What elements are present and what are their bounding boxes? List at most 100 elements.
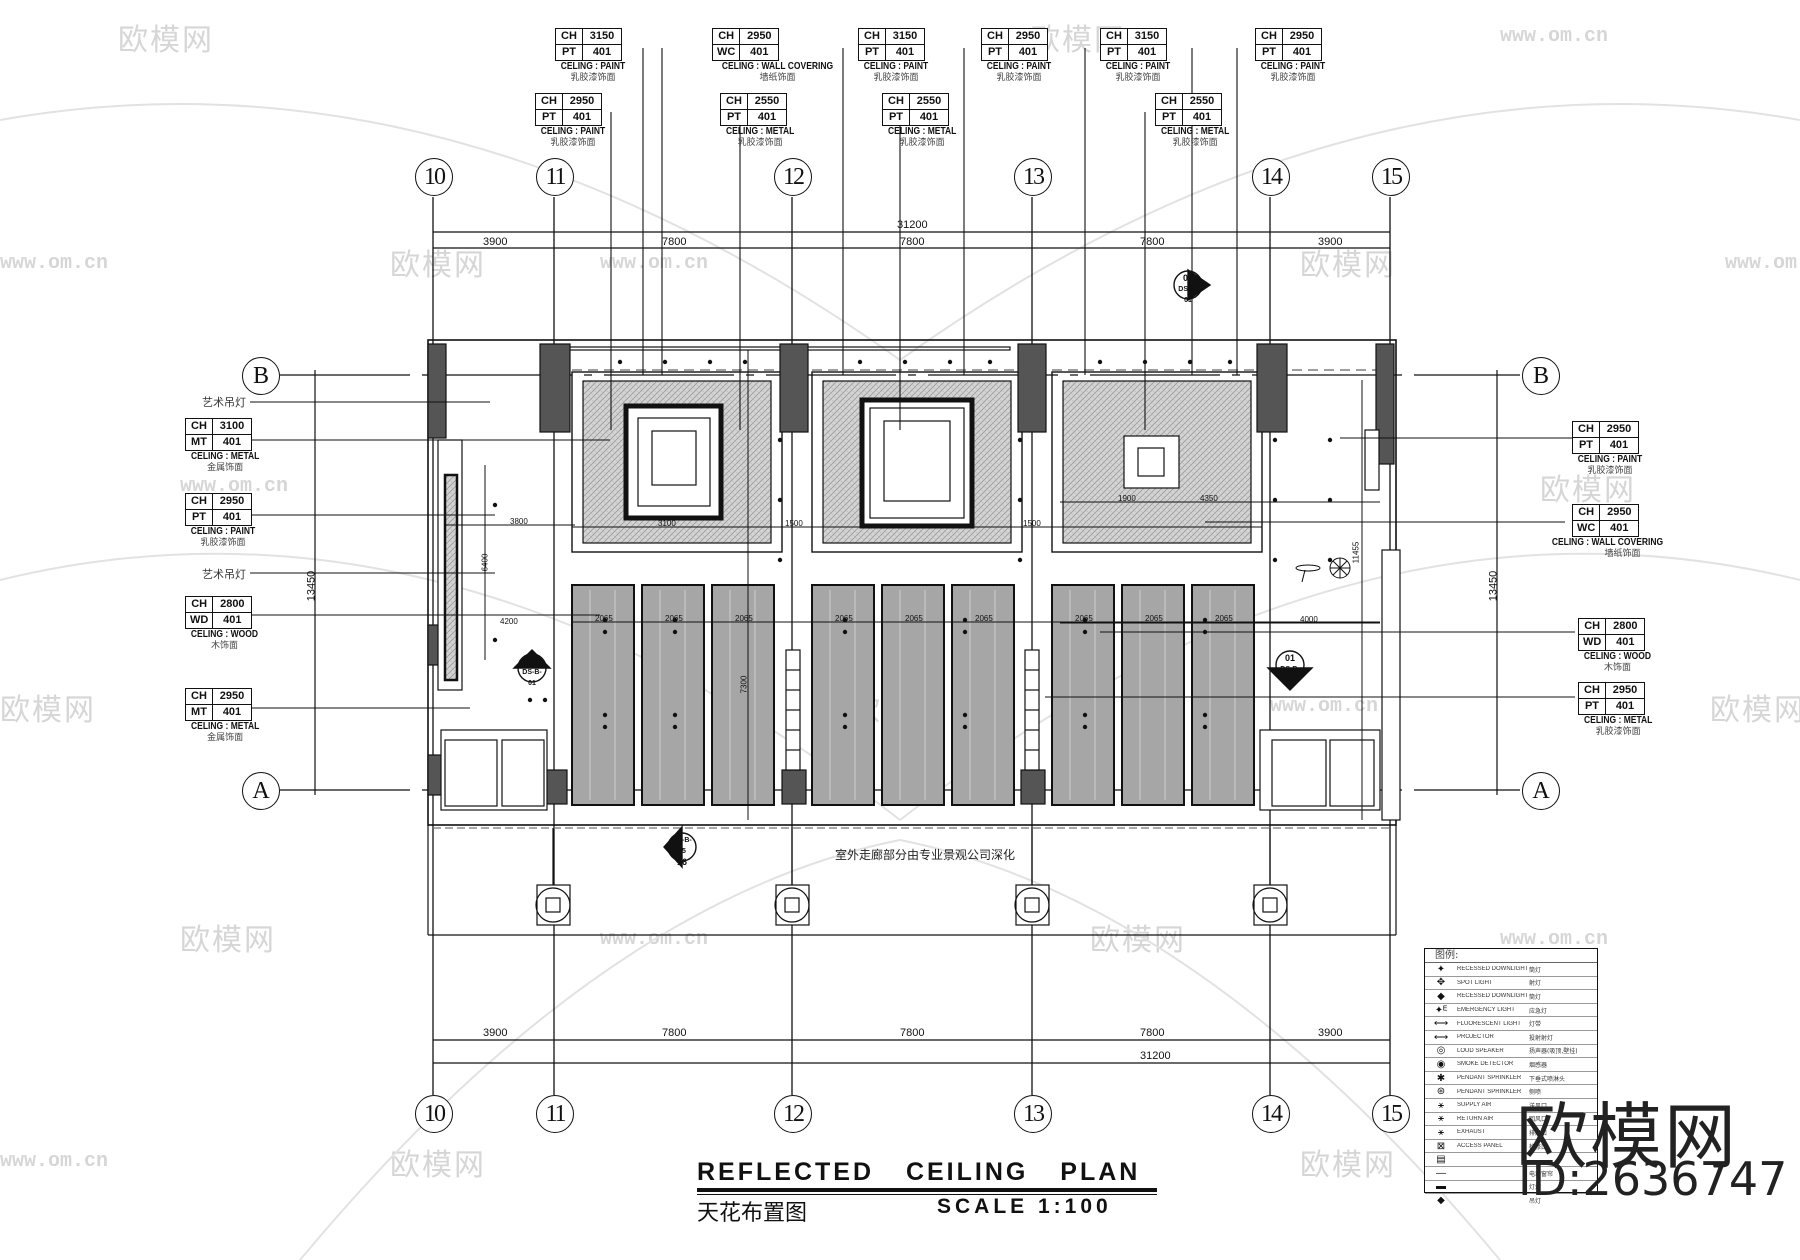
dim-top-seg: 7800 xyxy=(662,236,687,248)
watermark-url: www.om.cn xyxy=(180,475,289,498)
watermark-url: www.om.cn xyxy=(1500,928,1609,951)
light-strip-icon: ▬ xyxy=(1436,1181,1446,1193)
watermark-faint: 欧模网 xyxy=(1300,248,1396,283)
grid-bubble-a-left: A xyxy=(242,772,280,810)
dim-top-total: 31200 xyxy=(897,219,928,231)
title-underline xyxy=(697,1188,1157,1195)
dim-panel-width: 2065 xyxy=(1145,614,1163,623)
dim-bottom-seg: 3900 xyxy=(1318,1027,1343,1039)
section-mark-03[interactable]: 03 DS-B-01 xyxy=(522,656,542,687)
grid-bubble-11-bottom: 11 xyxy=(536,1095,574,1133)
watermark-faint: 欧模网 xyxy=(390,248,486,283)
section-mark-16[interactable]: DS-B-05 16 xyxy=(672,837,692,867)
dim-left-vertical: 13450 xyxy=(305,570,318,602)
dim-panel-width: 2065 xyxy=(735,614,753,623)
dim-interior: 11455 xyxy=(1351,541,1361,564)
dim-bottom-seg: 7800 xyxy=(900,1027,925,1039)
grid-bubble-10-bottom: 10 xyxy=(415,1095,453,1133)
watermark-url: www.om.cn xyxy=(600,252,709,275)
dim-bottom-seg: 3900 xyxy=(483,1027,508,1039)
smoke-detector-icon: ◉ xyxy=(1436,1058,1446,1070)
grid-bubble-10-top: 10 xyxy=(415,158,453,196)
grid-bubble-b-right: B xyxy=(1522,357,1560,395)
drawing-scale: SCALE 1:100 xyxy=(937,1195,1112,1218)
pendant-lamp-label: 艺术吊灯 xyxy=(202,396,246,409)
dim-interior: 4200 xyxy=(500,617,518,626)
dim-bottom-seg: 7800 xyxy=(1140,1027,1165,1039)
pendant-lamp-icon: ◆ xyxy=(1437,1194,1445,1206)
grid-bubble-a-right: A xyxy=(1522,772,1560,810)
watermark-faint: 欧模网 xyxy=(1540,473,1636,508)
dim-panel-width: 2065 xyxy=(1215,614,1233,623)
section-mark-02[interactable]: 02 DS-B-01 xyxy=(1178,273,1198,304)
access-panel-icon: ⊠ xyxy=(1436,1140,1446,1152)
pendant-sprinkler-icon: ✱ xyxy=(1436,1072,1446,1084)
dim-bottom-total: 31200 xyxy=(1140,1050,1171,1062)
grid-bubble-12-bottom: 12 xyxy=(774,1095,812,1133)
dim-interior: 6400 xyxy=(480,553,490,572)
spot-light-icon: ✥ xyxy=(1436,977,1446,989)
watermark-faint: 欧模网 xyxy=(1300,1148,1396,1183)
grid-bubble-13-bottom: 13 xyxy=(1014,1095,1052,1133)
dim-interior: 3100 xyxy=(658,519,676,528)
dim-top-seg: 7800 xyxy=(1140,236,1165,248)
grid-bubble-13-top: 13 xyxy=(1014,158,1052,196)
dim-panel-width: 2065 xyxy=(975,614,993,623)
watermark-faint: 欧模网 xyxy=(180,923,276,958)
watermark-faint: 欧模网 xyxy=(390,1148,486,1183)
pendant-lamp-label: 艺术吊灯 xyxy=(202,568,246,581)
watermark-url: www.om.cn xyxy=(0,1150,109,1173)
dim-top-seg: 3900 xyxy=(483,236,508,248)
watermark-faint: 欧模网 xyxy=(1710,693,1800,728)
side-sprinkler-icon: ⊛ xyxy=(1436,1086,1446,1098)
dim-interior: 3800 xyxy=(510,517,528,526)
dim-panel-width: 2065 xyxy=(905,614,923,623)
legend-row: —电动窗帘 xyxy=(1425,1167,1597,1181)
drawing-title: REFLECTED CEILING PLAN xyxy=(697,1158,1141,1186)
dim-bottom-seg: 7800 xyxy=(662,1027,687,1039)
grid-bubble-14-bottom: 14 xyxy=(1252,1095,1290,1133)
watermark-url: www.om.cn xyxy=(1270,695,1379,718)
watermark-brand: 欧模网 xyxy=(1516,1095,1739,1179)
dim-top-seg: 3900 xyxy=(1318,236,1343,248)
dim-right-vertical: 13450 xyxy=(1487,570,1500,602)
grid-bubble-15-top: 15 xyxy=(1372,158,1410,196)
exhaust-icon: ⚹ xyxy=(1438,1126,1444,1138)
recessed-downlight-icon: ◆ xyxy=(1437,990,1445,1002)
emergency-light-icon: ✦ᴱ xyxy=(1434,1004,1448,1016)
grid-bubble-14-top: 14 xyxy=(1252,158,1290,196)
loud-speaker-icon: ◎ xyxy=(1436,1045,1446,1057)
watermark-faint: 欧模网 xyxy=(118,23,214,58)
watermark-id: ID:2636747 xyxy=(1518,1152,1788,1206)
section-mark-01[interactable]: 01 DS-B-01 xyxy=(1280,653,1300,684)
dim-interior: 1500 xyxy=(785,519,803,528)
curtain-track-icon: — xyxy=(1436,1167,1446,1179)
dim-panel-width: 2065 xyxy=(595,614,613,623)
dim-interior: 4000 xyxy=(1300,615,1318,624)
